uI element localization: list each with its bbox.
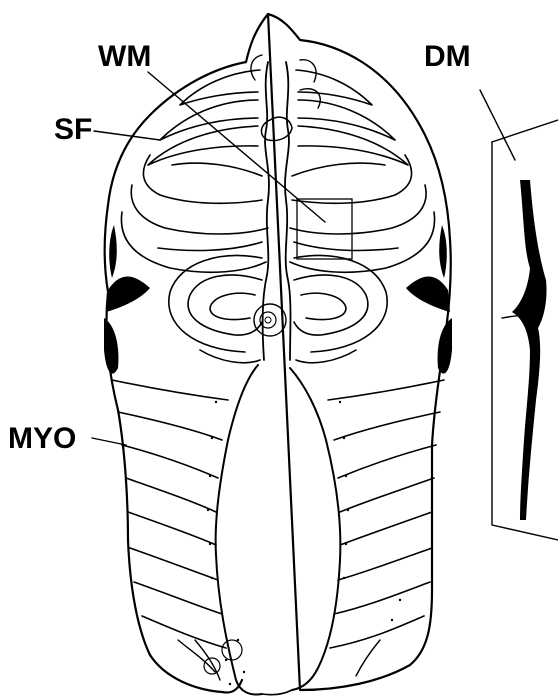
- label-myo: MYO: [8, 422, 76, 455]
- label-wm: WM: [98, 40, 151, 73]
- body-cavity: [216, 365, 341, 695]
- stipple-texture: [207, 401, 401, 685]
- inset-detail: [492, 120, 558, 540]
- label-dm: DM: [424, 40, 471, 73]
- label-sf: SF: [54, 113, 92, 146]
- lower-myomere-septa: [112, 380, 444, 680]
